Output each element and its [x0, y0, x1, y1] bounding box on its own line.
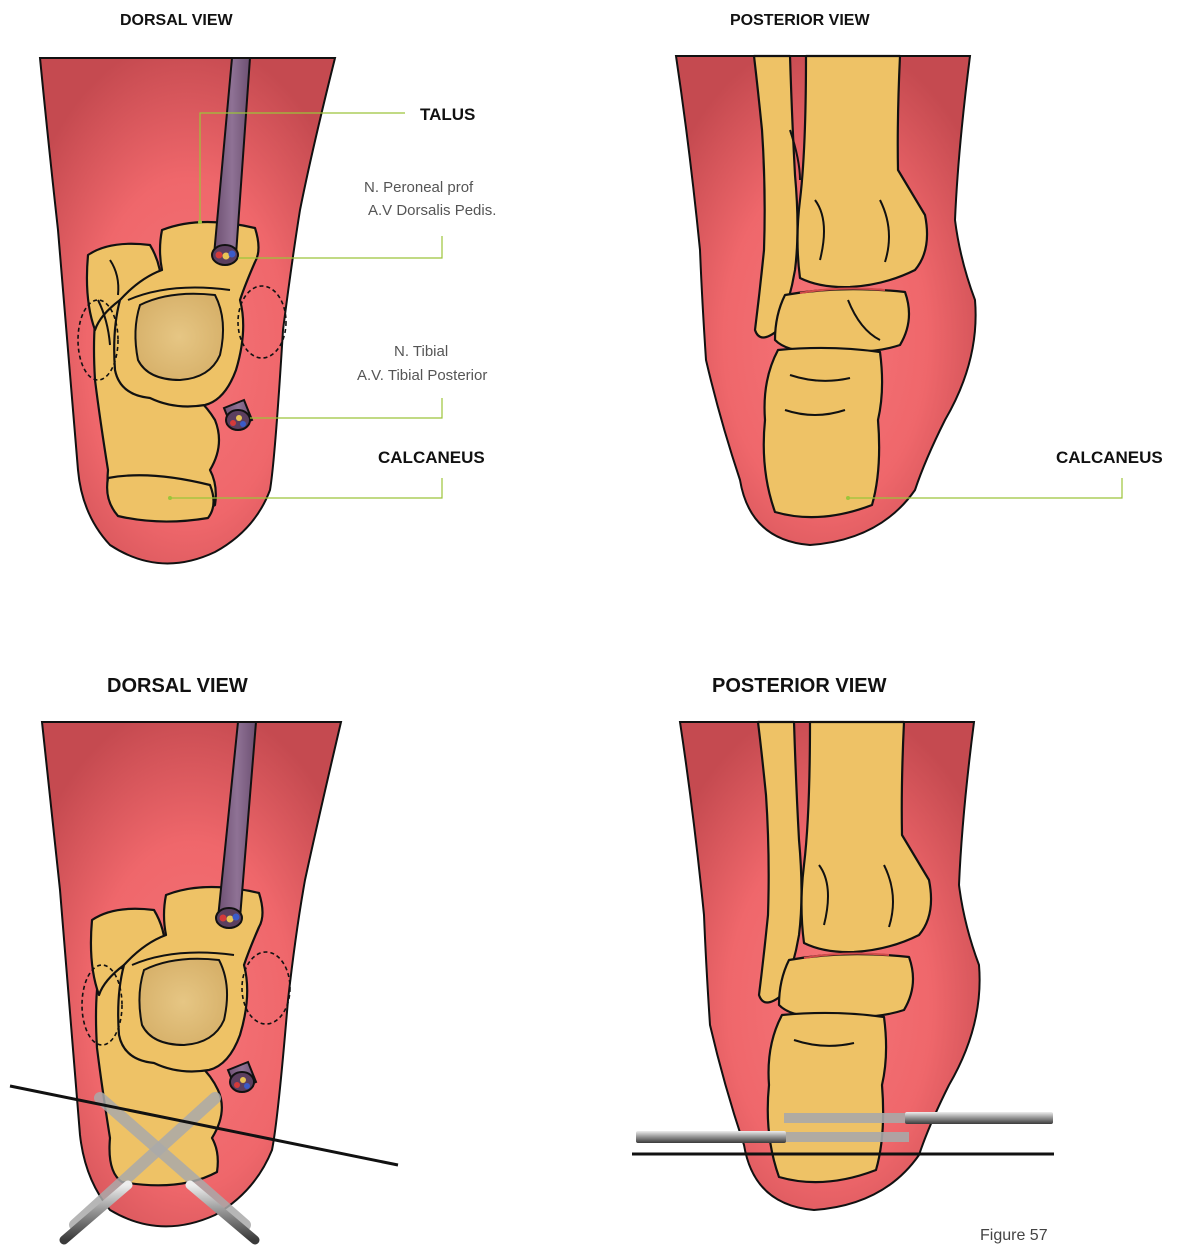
label-peroneal-line2: A.V Dorsalis Pedis. [368, 202, 496, 219]
talus-dome-dorsal-top [135, 294, 223, 380]
calcaneus-bone-posterior-bottom [768, 1013, 886, 1182]
panel-title-posterior-top: POSTERIOR VIEW [730, 12, 870, 29]
label-talus: TALUS [420, 105, 475, 124]
talus-bone-posterior-top [775, 289, 909, 352]
figure-caption: Figure 57 [980, 1227, 1048, 1244]
panel-dorsal-bottom: DORSAL VIEW [10, 675, 398, 1240]
panel-posterior-bottom: POSTERIOR VIEW [632, 675, 1054, 1210]
panel-posterior-top: POSTERIOR VIEW CALCANEUS [676, 12, 1163, 545]
talus-dome-dorsal-bottom [139, 959, 227, 1045]
talus-bone-posterior-bottom [779, 954, 913, 1017]
panel-title-dorsal-top: DORSAL VIEW [120, 12, 234, 29]
calcaneus-bone-posterior-top [764, 348, 882, 517]
label-tibial-line2: A.V. Tibial Posterior [357, 367, 487, 384]
panel-title-posterior-bottom: POSTERIOR VIEW [712, 675, 887, 697]
label-peroneal-line1: N. Peroneal prof [364, 179, 474, 196]
label-calcaneus-right: CALCANEUS [1056, 448, 1163, 467]
label-tibial-line1: N. Tibial [394, 343, 448, 360]
label-calcaneus-left: CALCANEUS [378, 448, 485, 467]
panel-title-dorsal-bottom: DORSAL VIEW [107, 675, 248, 697]
panel-dorsal-top: DORSAL VIEW TALUS [40, 12, 496, 563]
